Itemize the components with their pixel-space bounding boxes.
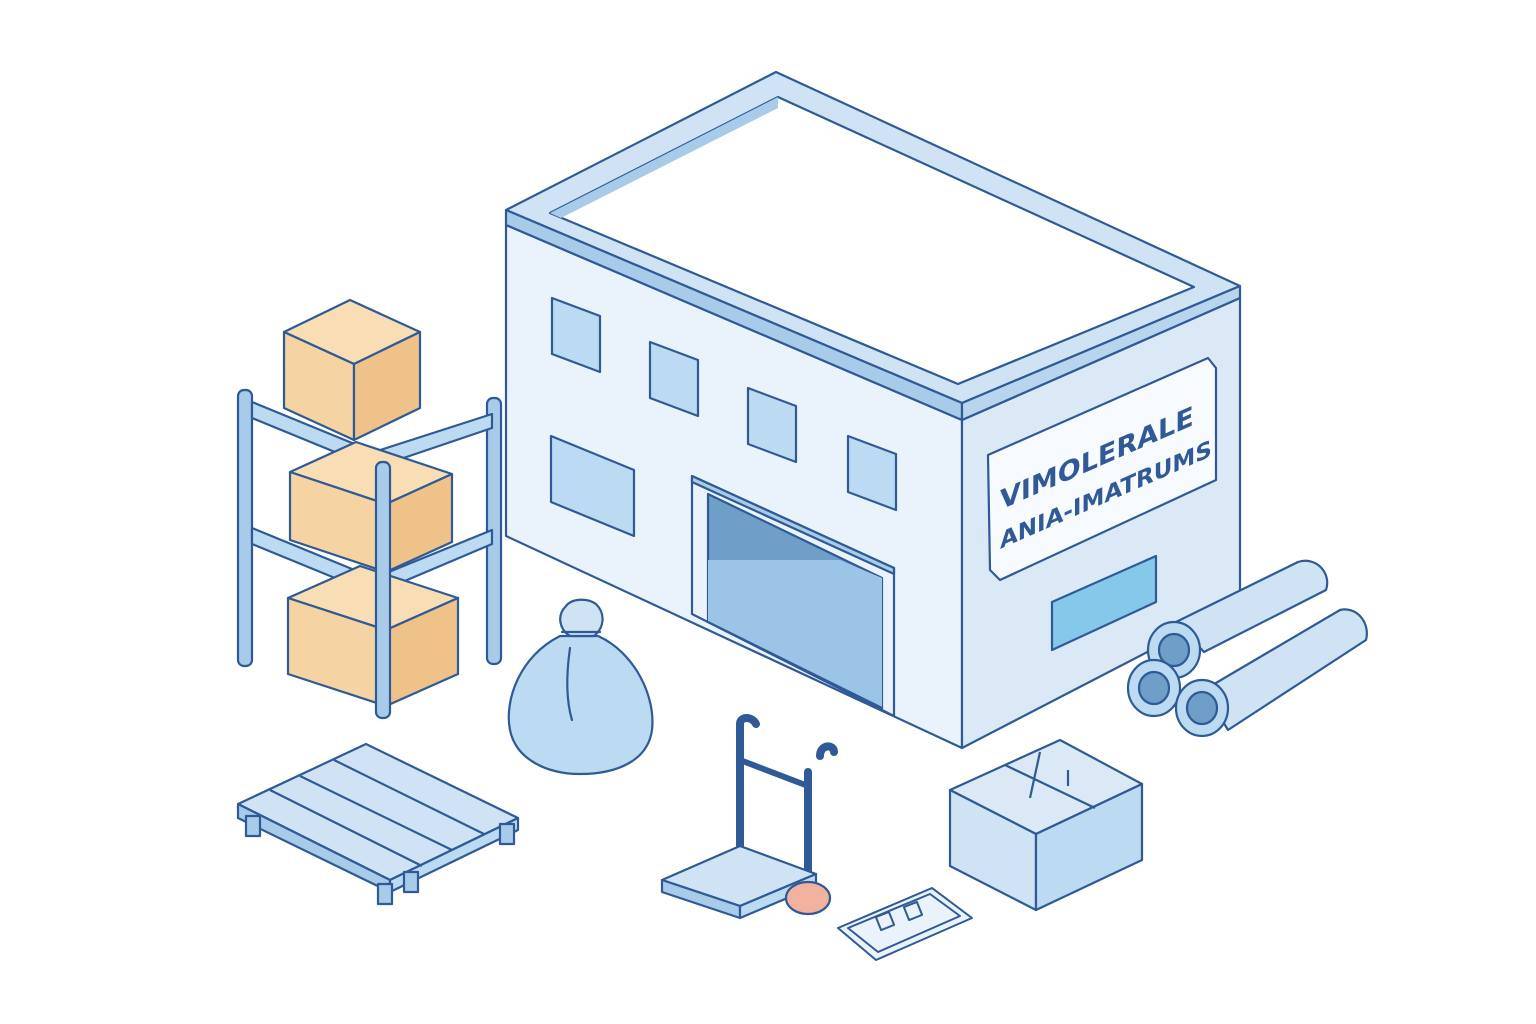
warehouse-icon: [504, 70, 1242, 750]
pallet-icon: [236, 742, 520, 906]
hand-truck-icon: [660, 714, 838, 920]
cardboard-box-icon: [288, 440, 454, 574]
sack-icon: [507, 598, 654, 776]
pipes-icon: [1126, 559, 1368, 738]
shelf-icon: [236, 388, 503, 668]
cardboard-box-icon: [282, 298, 422, 442]
cardboard-box-icon: [948, 738, 1144, 912]
cardboard-box-icon: [286, 564, 460, 708]
mat-icon: [837, 887, 973, 961]
shelf-front-posts: [374, 460, 392, 720]
